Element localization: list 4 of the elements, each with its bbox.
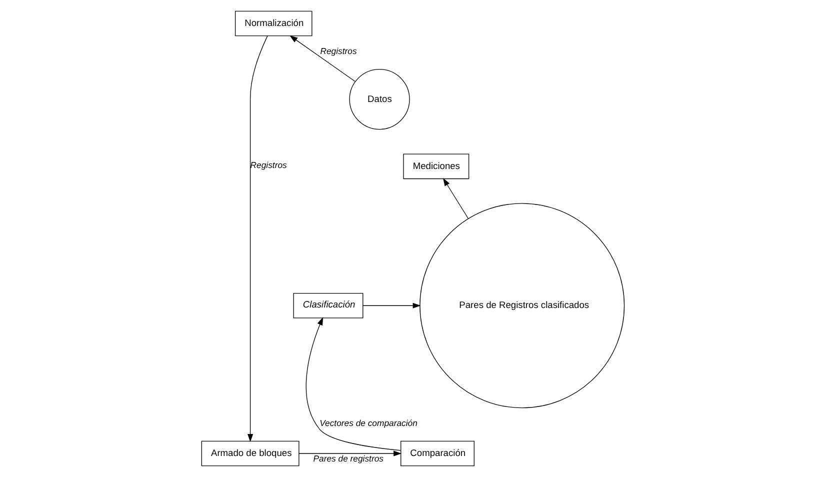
- edge-label: Pares de registros: [312, 454, 384, 464]
- edge-label: Vectores de comparación: [319, 418, 417, 428]
- edge-label: Registros: [320, 46, 356, 56]
- edge-label: Registros: [250, 160, 286, 170]
